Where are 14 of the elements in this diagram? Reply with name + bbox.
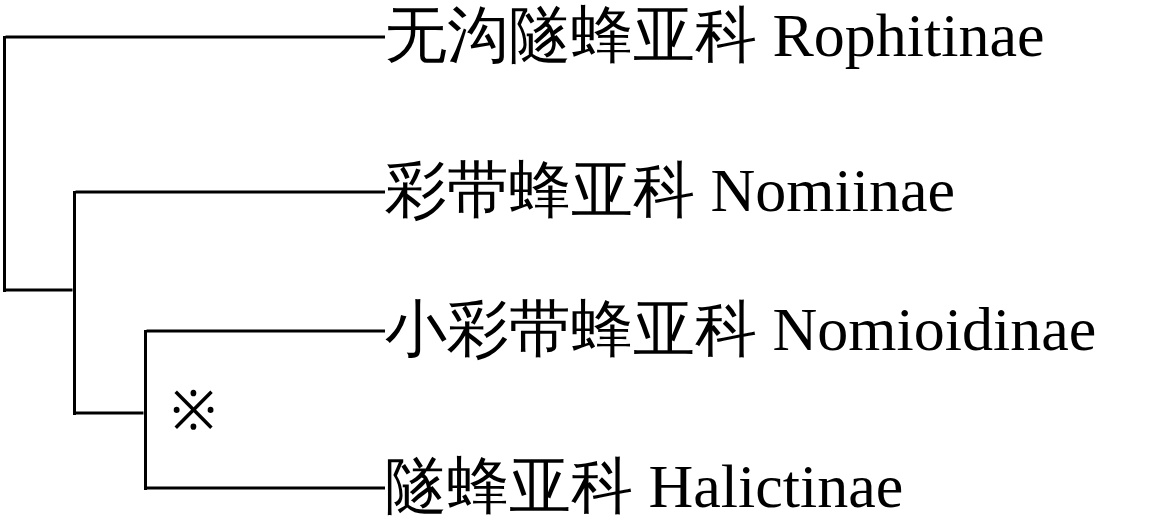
reference-mark: ※: [170, 384, 216, 438]
vertical-branch: [2, 35, 6, 292]
taxon-label: 无沟隧蜂亚科 Rophitinae: [385, 1, 1045, 69]
taxon-label: 彩带蜂亚科 Nomiinae: [385, 156, 955, 224]
branch-line: [75, 190, 385, 194]
vertical-branch: [143, 329, 147, 490]
branch-line: [5, 35, 385, 39]
branch-line: [146, 329, 385, 333]
vertical-branch: [72, 190, 76, 415]
taxon-label: 小彩带蜂亚科 Nomioidinae: [385, 295, 1097, 363]
branch-line: [5, 288, 73, 292]
branch-line: [146, 486, 385, 490]
taxon-label: 隧蜂亚科 Halictinae: [385, 452, 904, 520]
branch-line: [75, 411, 144, 415]
